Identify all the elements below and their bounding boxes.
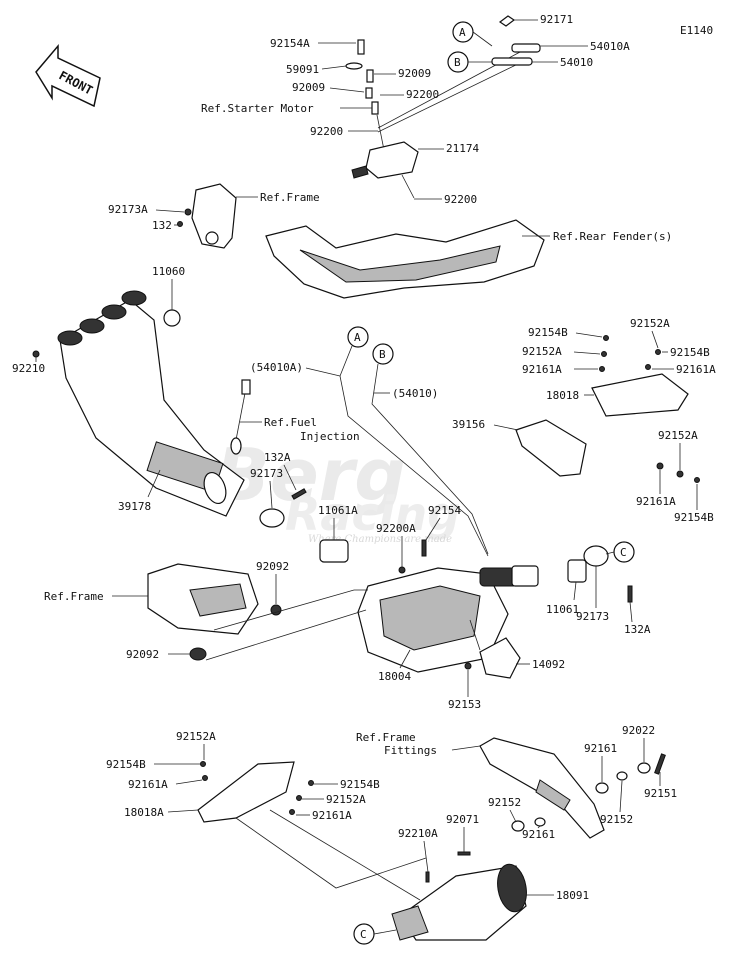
svg-text:11060: 11060: [152, 265, 185, 278]
svg-text:92154B: 92154B: [528, 326, 568, 339]
svg-text:92200: 92200: [406, 88, 439, 101]
svg-text:Ref.Frame: Ref.Frame: [44, 590, 104, 603]
svg-text:92161: 92161: [584, 742, 617, 755]
svg-text:92154B: 92154B: [674, 511, 714, 524]
svg-text:132A: 132A: [264, 451, 291, 464]
svg-text:92210A: 92210A: [398, 827, 438, 840]
svg-text:92171: 92171: [540, 13, 573, 26]
svg-text:132A: 132A: [624, 623, 651, 636]
svg-text:A: A: [354, 331, 361, 344]
mid-cables: A B (54010A) (54010): [250, 326, 489, 557]
svg-text:92152A: 92152A: [176, 730, 216, 743]
watermark: Berg Racing Where Champions are made: [215, 433, 460, 545]
svg-text:92173: 92173: [576, 610, 609, 623]
callout-a-mid: [347, 326, 369, 348]
svg-text:92092: 92092: [256, 560, 289, 573]
svg-text:(54010): (54010): [392, 387, 438, 400]
svg-text:92161A: 92161A: [312, 809, 352, 822]
heat-guard-14092: 14092 92153: [448, 619, 565, 711]
diagram-code: E1140: [680, 24, 713, 37]
svg-text:18091: 18091: [556, 889, 589, 902]
svg-text:92154B: 92154B: [670, 346, 710, 359]
svg-text:54010: 54010: [560, 56, 593, 69]
svg-text:92009: 92009: [292, 81, 325, 94]
svg-text:92173A: 92173A: [108, 203, 148, 216]
svg-text:92161A: 92161A: [128, 778, 168, 791]
svg-text:Injection: Injection: [300, 430, 360, 443]
svg-text:Ref.Rear Fender(s): Ref.Rear Fender(s): [553, 230, 672, 243]
svg-text:92200: 92200: [310, 125, 343, 138]
svg-text:92009: 92009: [398, 67, 431, 80]
actuator-21174: [345, 39, 419, 199]
svg-text:92154: 92154: [428, 504, 461, 517]
svg-text:(54010A): (54010A): [250, 361, 303, 374]
clamp-left: 132A 92173 11061A: [250, 451, 358, 563]
callout-b-mid: [372, 343, 394, 365]
muffler-18091: C 92152 92161 92071 92210A 18091: [353, 796, 589, 945]
frame-fittings: Ref.Frame Fittings 92022 92161 92151 921…: [356, 724, 677, 839]
svg-text:18004: 18004: [378, 670, 411, 683]
svg-text:92151: 92151: [644, 787, 677, 800]
watermark-line1: Berg: [215, 433, 406, 517]
svg-text:C: C: [360, 928, 367, 941]
svg-text:11061: 11061: [546, 603, 579, 616]
svg-text:92200: 92200: [444, 193, 477, 206]
svg-text:18018A: 18018A: [124, 806, 164, 819]
svg-text:92161: 92161: [522, 828, 555, 841]
svg-text:39178: 39178: [118, 500, 151, 513]
svg-text:92153: 92153: [448, 698, 481, 711]
side-cover-18018: 92154B 92152A 92152A 92154B 92161A 92161…: [452, 317, 716, 524]
svg-text:59091: 59091: [286, 63, 319, 76]
svg-text:18018: 18018: [546, 389, 579, 402]
front-arrow-icon: FRONT: [35, 43, 101, 108]
svg-text:92161A: 92161A: [522, 363, 562, 376]
svg-text:Ref.Frame: Ref.Frame: [356, 731, 416, 744]
svg-text:132: 132: [152, 219, 172, 232]
svg-text:92173: 92173: [250, 467, 283, 480]
svg-text:92152A: 92152A: [658, 429, 698, 442]
svg-text:39156: 39156: [452, 418, 485, 431]
frame-bracket-top: 92173A 132 Ref.Frame: [108, 183, 320, 249]
top-labels: 92171 54010A 54010 92154A 59091 92009 92…: [201, 13, 630, 206]
o2-sensor: Ref.Fuel Injection: [230, 379, 360, 455]
svg-text:Fittings: Fittings: [384, 744, 437, 757]
svg-text:Ref.Starter Motor: Ref.Starter Motor: [201, 102, 314, 115]
svg-text:92154B: 92154B: [106, 758, 146, 771]
svg-text:11061A: 11061A: [318, 504, 358, 517]
svg-text:92154B: 92154B: [340, 778, 380, 791]
svg-text:A: A: [459, 26, 466, 39]
svg-text:92152A: 92152A: [326, 793, 366, 806]
watermark-tagline: Where Champions are made: [308, 534, 452, 545]
side-cover-18018A: 92152A 92154B 92161A 18018A 92154B 92152…: [106, 730, 427, 901]
svg-text:Ref.Frame: Ref.Frame: [260, 191, 320, 204]
svg-text:54010A: 54010A: [590, 40, 630, 53]
svg-text:92071: 92071: [446, 813, 479, 826]
svg-text:Ref.Fuel: Ref.Fuel: [264, 416, 317, 429]
svg-text:92152: 92152: [488, 796, 521, 809]
svg-text:14092: 14092: [532, 658, 565, 671]
svg-text:92152A: 92152A: [522, 345, 562, 358]
svg-text:92152A: 92152A: [630, 317, 670, 330]
svg-text:92154A: 92154A: [270, 37, 310, 50]
svg-text:92152: 92152: [600, 813, 633, 826]
svg-text:92200A: 92200A: [376, 522, 416, 535]
cable-group: A B: [377, 15, 541, 133]
svg-text:B: B: [454, 56, 461, 69]
svg-text:92022: 92022: [622, 724, 655, 737]
svg-text:92161A: 92161A: [636, 495, 676, 508]
svg-text:92210: 92210: [12, 362, 45, 375]
frame-lower-left: Ref.Frame 92092 92092: [44, 560, 368, 661]
silencer-18004: 92200A 92154 18004: [357, 504, 539, 683]
clamp-right: C 11061 92173 132A: [546, 541, 651, 636]
svg-text:C: C: [620, 546, 627, 559]
rear-fender: Ref.Rear Fender(s): [265, 219, 672, 299]
svg-text:21174: 21174: [446, 142, 479, 155]
svg-text:92161A: 92161A: [676, 363, 716, 376]
svg-text:92092: 92092: [126, 648, 159, 661]
svg-text:B: B: [379, 348, 386, 361]
exhaust-header: 11060 92210 39178: [12, 265, 245, 517]
